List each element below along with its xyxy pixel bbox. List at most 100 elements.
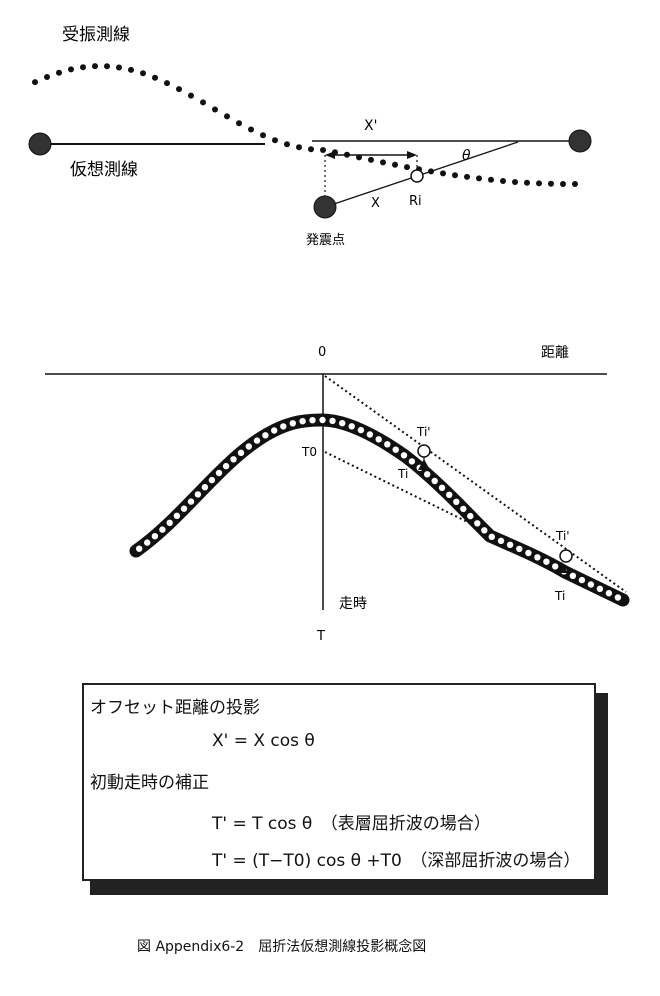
receiver-dot: [236, 120, 242, 127]
receiver-dot: [188, 92, 194, 99]
curve-bead: [271, 427, 278, 434]
receiver-dot: [392, 161, 398, 168]
curve-bead: [392, 446, 399, 453]
receiver-dot: [476, 175, 482, 182]
curve-bead: [488, 533, 495, 540]
curve-bead: [194, 491, 202, 498]
curve-bead: [280, 423, 287, 430]
x-prime-arrowhead-right: [407, 151, 417, 159]
receiver-dot: [296, 144, 302, 151]
receiver-dot: [56, 69, 62, 76]
curve-bead: [339, 420, 346, 427]
bottom-diagram: 0 距離 T0 Ti' Ti Ti' Ti 走時 T: [45, 344, 630, 644]
receiver-dot: [404, 164, 410, 171]
receiver-dot: [80, 64, 86, 71]
receiver-dot: [68, 66, 74, 73]
curve-bead: [543, 558, 550, 565]
receiver-dot: [560, 181, 566, 187]
receiver-dot: [356, 154, 362, 161]
curve-bead: [375, 436, 382, 443]
traveltime-curve: [129, 413, 630, 607]
receiver-dot: [128, 66, 134, 73]
ri-label: Ri: [409, 194, 422, 209]
curve-bead: [366, 431, 374, 438]
receiver-dot: [32, 79, 38, 86]
receiver-dot: [224, 113, 230, 120]
receiver-dot: [380, 159, 386, 166]
ti-label-1: Ti: [397, 467, 408, 481]
receiver-dot: [464, 173, 470, 180]
receiver-dot: [164, 80, 170, 87]
curve-bead: [481, 527, 488, 534]
curve-bead: [614, 594, 622, 601]
ti-prime-label-2: Ti': [555, 529, 570, 543]
shallow-correction-equation: T' = T cos θ （表層屈折波の場合）: [212, 814, 491, 834]
receiver-dot: [104, 63, 110, 70]
curve-bead: [596, 585, 604, 592]
x-label: X: [371, 196, 380, 211]
curve-bead: [424, 471, 431, 478]
curve-bead: [605, 590, 613, 597]
receiver-point-ri: [410, 169, 424, 183]
curve-bead: [497, 537, 505, 544]
receiver-dot: [44, 74, 50, 80]
curve-bead: [289, 420, 296, 427]
deep-reference-dotted: [324, 451, 599, 587]
ti-prime-marker-2: [559, 549, 573, 563]
curve-bead: [357, 426, 365, 434]
receiver-dot: [152, 74, 158, 81]
x-prime-label: X': [364, 118, 377, 134]
receiver-dot: [368, 156, 374, 163]
receiver-dot: [248, 126, 254, 133]
receiver-dot: [212, 106, 218, 113]
curve-bead: [253, 437, 261, 444]
curve-bead: [431, 477, 438, 485]
curve-bead: [460, 505, 467, 513]
receiver-dot: [500, 178, 506, 184]
curve-bead: [525, 549, 532, 557]
curve-bead: [180, 505, 188, 512]
source-label: 発震点: [306, 233, 345, 248]
receiver-dot: [536, 180, 542, 187]
traveltime-curve-dots: [136, 416, 622, 601]
curve-bead: [506, 541, 514, 548]
curve-bead: [136, 545, 143, 552]
curve-bead: [299, 418, 306, 425]
ti-prime-marker-1: [417, 444, 431, 458]
curve-bead: [438, 484, 446, 491]
source-point: [313, 195, 337, 219]
receiver-dot: [308, 146, 314, 153]
curve-bead: [215, 469, 223, 477]
curve-bead: [384, 441, 391, 448]
traveltime-correction-heading: 初動走時の補正: [90, 773, 209, 793]
curve-bead: [552, 563, 559, 570]
curve-bead: [534, 554, 541, 561]
curve-bead: [400, 452, 408, 459]
receiver-dot: [440, 170, 446, 177]
curve-bead: [467, 512, 474, 520]
offset-projection-heading: オフセット距離の投影: [90, 698, 260, 718]
curve-bead: [319, 416, 326, 424]
curve-bead: [222, 462, 230, 470]
curve-bead: [446, 491, 453, 498]
curve-bead: [329, 417, 336, 425]
theta-label: θ: [462, 148, 471, 164]
curve-bead: [237, 449, 245, 456]
curve-bead: [262, 432, 269, 439]
curve-bead: [208, 476, 216, 484]
virtual-line-right-endpoint: [568, 129, 592, 153]
receiver-dot: [140, 70, 146, 77]
curve-bead: [516, 545, 523, 553]
curve-bead: [201, 484, 209, 491]
receiver-dot: [320, 147, 326, 153]
curve-bead: [245, 443, 252, 450]
curve-bead: [569, 572, 577, 579]
offset-projection-equation: X' = X cos θ: [212, 731, 315, 751]
receiver-line-label: 受振測線: [62, 25, 130, 45]
curve-bead: [159, 526, 166, 533]
virtual-line-left-endpoint: [28, 132, 52, 156]
curve-bead: [309, 417, 316, 424]
curve-bead: [578, 576, 586, 584]
curve-bead: [348, 423, 355, 430]
